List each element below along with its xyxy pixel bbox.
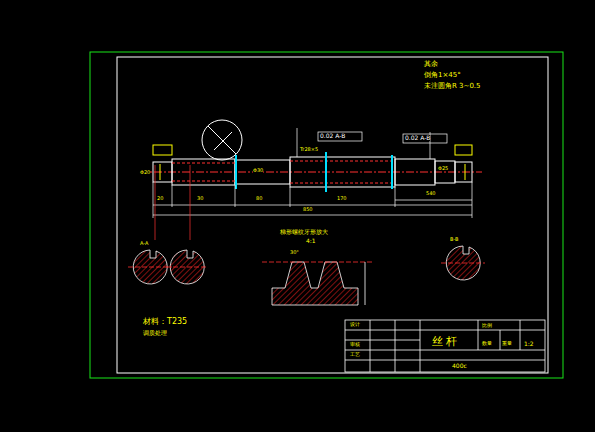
detail-circle [202,120,242,160]
material-note: 材料：T235 [143,318,187,326]
part-name: 丝 杆 [432,336,458,347]
dimension: 30° [290,250,299,255]
table-cell: 比例 [482,323,492,328]
dimension-lines [153,128,472,240]
note: 其余 [424,61,438,68]
dimension: Φ25 [438,166,448,171]
table-cell: 重量 [502,341,512,346]
section-label: A-A [140,241,148,246]
dimension: Φ20 [140,170,150,175]
dimension: 170 [337,196,347,201]
table-cell: 设计 [350,322,360,327]
section-label: B-B [450,237,459,242]
dimension: 30 [197,196,203,201]
tolerance-frame: 0.02 A-B [405,135,430,141]
dimension: 20 [157,196,163,201]
detail-title: 梯形螺纹牙形放大 [280,229,328,235]
shaft [140,145,482,192]
dimension: Φ30 [253,168,263,173]
thread-spec: Tr28×5 [300,147,318,152]
note: 倒角1×45° [424,72,461,79]
tolerance-frame: 0.02 A-B [320,133,345,139]
title-block [345,320,545,372]
table-cell: 审核 [350,342,360,347]
table-cell: 工艺 [350,352,360,357]
dimension: 540 [426,191,436,196]
note: 未注圆角R 3~0.5 [424,83,481,90]
thread-profile [262,262,372,305]
table-cell: 1:2 [524,341,534,347]
dimension: 80 [256,196,262,201]
scale-note: 4:1 [306,238,316,244]
treatment-note: 调质处理 [143,330,167,336]
dimension: 850 [303,207,313,212]
table-cell: 400c [452,363,467,369]
table-cell: 数量 [482,341,492,346]
